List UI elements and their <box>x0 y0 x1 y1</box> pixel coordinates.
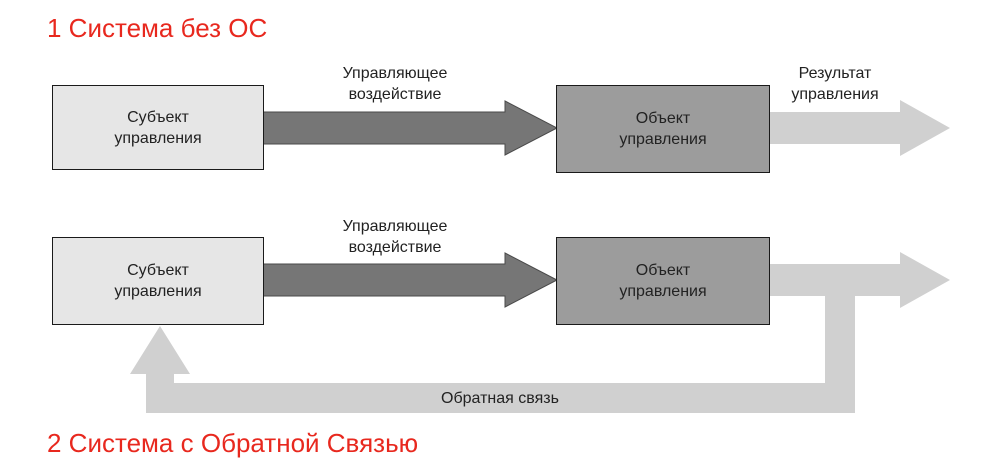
object-box-2: Объект управления <box>556 237 770 325</box>
control-action-label-2: Управляющее воздействие <box>342 218 448 256</box>
subject-box-2: Субъект управления <box>52 237 264 325</box>
output-arrow-2 <box>770 252 950 308</box>
subject-label-2: Субъект управления <box>114 262 202 300</box>
result-arrow <box>770 100 950 156</box>
diagram-title-2: 2 Система с Обратной Связью <box>47 428 419 458</box>
result-label: Результат управления <box>791 65 879 103</box>
control-action-arrow-1 <box>262 100 559 156</box>
object-box-1: Объект управления <box>556 85 770 173</box>
object-label-2: Объект управления <box>619 262 707 300</box>
object-label-1: Объект управления <box>619 110 707 148</box>
diagram-title-1: 1 Система без ОС <box>47 13 268 43</box>
control-action-label-1: Управляющее воздействие <box>342 65 448 103</box>
subject-box-1: Субъект управления <box>52 85 264 170</box>
subject-label-1: Субъект управления <box>114 108 202 147</box>
feedback-label: Обратная связь <box>441 390 559 407</box>
control-action-arrow-2 <box>262 252 559 308</box>
feedback-loop <box>130 296 855 413</box>
